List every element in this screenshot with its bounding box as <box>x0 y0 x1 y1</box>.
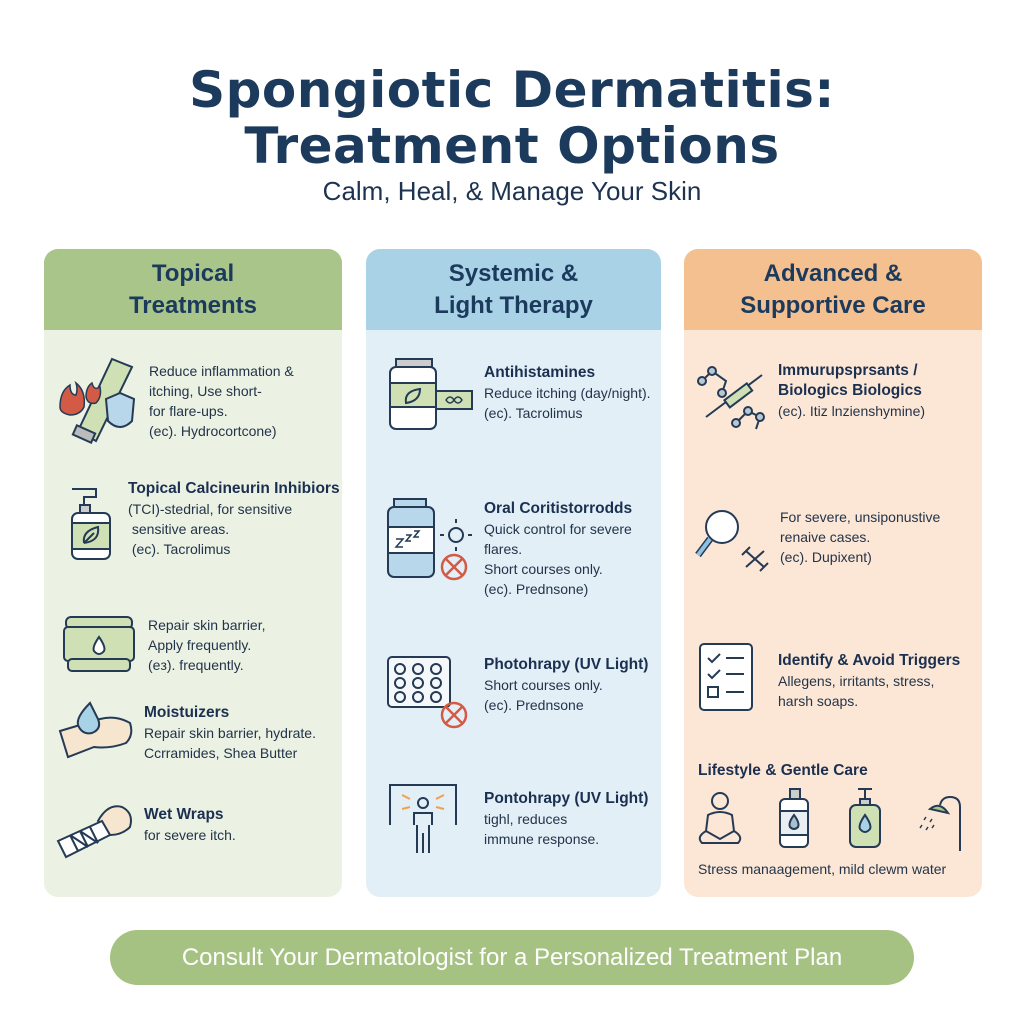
page-title-line1: Spongiotic Dermatitis: <box>189 61 835 119</box>
bottle-zzz-sun-no-icon <box>387 498 472 581</box>
card-header-title: Advanced & Supportive Care <box>740 259 926 319</box>
hand-drop-icon <box>58 701 133 759</box>
item-title: Moistuizers <box>144 704 230 721</box>
card-header-title: Systemic & Light Therapy <box>434 259 593 319</box>
bandaged-arm-icon <box>56 805 132 859</box>
pill-blister-no-icon <box>387 656 468 729</box>
card-advanced: Advanced & Supportive Care Immurupsprsan… <box>684 249 982 897</box>
item-desc: Reduce inflammation &itching, Use short-… <box>149 363 294 439</box>
lifestyle-caption: Stress manaagement, mild clewm water <box>698 861 947 877</box>
lifestyle-title: Lifestyle & Gentle Care <box>698 762 868 779</box>
list-item: Photohrapy (UV Light)Short courses only.… <box>484 655 659 715</box>
jar-drop-icon <box>63 616 135 672</box>
pill-bottle-leaf-icon <box>389 358 473 430</box>
item-title: Photohrapy (UV Light) <box>484 656 649 673</box>
syringe-molecule-icon <box>697 366 765 430</box>
magnifier-icon <box>695 510 769 572</box>
page-title-line2: Treatment Options <box>244 117 780 175</box>
item-title: Wet Wraps <box>144 806 224 823</box>
shower-icon <box>919 795 961 851</box>
cream-tube-flame-shield-icon <box>59 357 136 444</box>
item-title: Antihistamines <box>484 364 596 381</box>
card-header: Systemic & Light Therapy <box>366 249 661 330</box>
item-title: Oral Coritistorrodds <box>484 500 633 517</box>
card-topical: Topical Treatments Reduce inflammation &… <box>44 249 342 897</box>
list-item: Reduce inflammation &itching, Use short-… <box>149 361 337 441</box>
checklist-icon <box>699 643 753 711</box>
pump-soap-icon <box>849 788 881 848</box>
item-title: Topical Calcineurin Inhibiors <box>128 480 340 497</box>
list-item: Topical Calcineurin Inhibiors(TCI)-stedr… <box>128 480 340 557</box>
page-subtitle: Calm, Heal, & Manage Your Skin <box>322 176 702 206</box>
meditation-icon <box>698 792 742 844</box>
person-light-box-icon <box>389 784 457 853</box>
page-title: Spongiotic Dermatitis: Treatment Options <box>0 62 1024 174</box>
pump-bottle-leaf-icon <box>71 488 111 560</box>
consult-dermatologist-button[interactable]: Consult Your Dermatologist for a Persona… <box>110 930 914 985</box>
card-header: Advanced & Supportive Care <box>684 249 982 330</box>
item-title: Identify & Avoid Triggers <box>778 652 961 669</box>
item-title: Immurupsprsants / Biologics Biologics <box>778 362 922 399</box>
cleanser-bottle-icon <box>779 788 809 848</box>
card-header: Topical Treatments <box>44 249 342 330</box>
item-title: Pontohrapy (UV Light) <box>484 790 649 807</box>
card-header-title: Topical Treatments <box>128 259 258 319</box>
list-item: Immurupsprsants / Biologics Biologics(ec… <box>778 361 980 421</box>
list-item: Repair skin barrier,Apply frequently.(eз… <box>148 617 266 673</box>
